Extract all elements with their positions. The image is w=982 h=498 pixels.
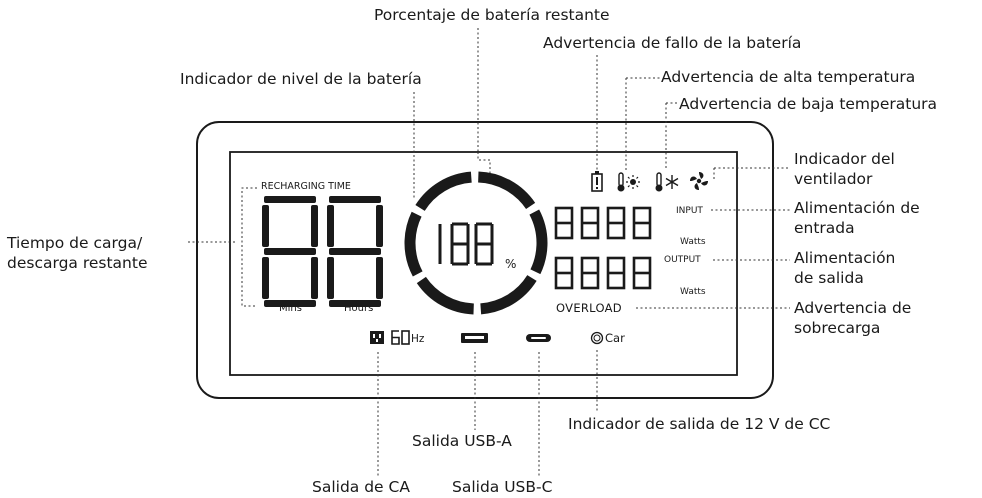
callout-usb-a: Salida USB-A bbox=[412, 432, 512, 450]
usb-a-icon bbox=[461, 333, 488, 343]
recharging-time-label: RECHARGING TIME bbox=[261, 181, 351, 192]
callout-output-1: Alimentación bbox=[794, 249, 896, 267]
car-label: Car bbox=[605, 331, 625, 345]
callout-battery-fault: Advertencia de fallo de la batería bbox=[543, 34, 802, 52]
fan-icon bbox=[690, 172, 708, 190]
lcd-panel bbox=[229, 151, 738, 376]
output-watts-label: Watts bbox=[680, 287, 706, 297]
input-digits bbox=[554, 206, 652, 240]
callout-time-1: Tiempo de carga/ bbox=[7, 234, 143, 252]
mins-label: Mins bbox=[279, 303, 302, 314]
percent-digits bbox=[438, 222, 494, 266]
input-label: INPUT bbox=[676, 206, 703, 216]
usb-c-icon bbox=[526, 334, 551, 342]
callout-ac: Salida de CA bbox=[312, 478, 410, 496]
percent-sign: % bbox=[505, 257, 517, 271]
low-temp-icon bbox=[655, 172, 679, 192]
battery-fault-icon bbox=[591, 171, 603, 192]
callout-high-temp: Advertencia de alta temperatura bbox=[661, 68, 916, 86]
input-watts-label: Watts bbox=[680, 237, 706, 247]
output-digits bbox=[554, 256, 652, 290]
ac-outlet-icon bbox=[370, 331, 384, 344]
overload-label: OVERLOAD bbox=[556, 301, 622, 315]
callout-overload-2: sobrecarga bbox=[794, 319, 881, 337]
callout-low-temp: Advertencia de baja temperatura bbox=[679, 95, 938, 113]
callout-battery-level: Indicador de nivel de la batería bbox=[180, 70, 422, 88]
leader-lines bbox=[188, 28, 790, 478]
callout-time-2: descarga restante bbox=[7, 254, 148, 272]
callout-fan-1: Indicador del bbox=[794, 150, 895, 168]
callout-battery-percent: Porcentaje de batería restante bbox=[374, 6, 610, 24]
callout-overload-1: Advertencia de bbox=[794, 299, 912, 317]
callout-input-1: Alimentación de bbox=[794, 199, 920, 217]
high-temp-icon bbox=[617, 172, 640, 192]
hz-digits bbox=[391, 330, 410, 345]
car-port-icon bbox=[590, 331, 604, 345]
callout-dc12v: Indicador de salida de 12 V de CC bbox=[568, 415, 831, 433]
output-label: OUTPUT bbox=[664, 255, 701, 265]
callout-input-2: entrada bbox=[794, 219, 855, 237]
hours-label: Hours bbox=[344, 303, 374, 314]
callout-fan-2: ventilador bbox=[794, 170, 873, 188]
callout-usb-c: Salida USB-C bbox=[452, 478, 553, 496]
callout-output-2: de salida bbox=[794, 269, 864, 287]
time-digits bbox=[262, 196, 383, 307]
hz-label: Hz bbox=[411, 333, 425, 345]
battery-level-ring bbox=[404, 171, 548, 315]
